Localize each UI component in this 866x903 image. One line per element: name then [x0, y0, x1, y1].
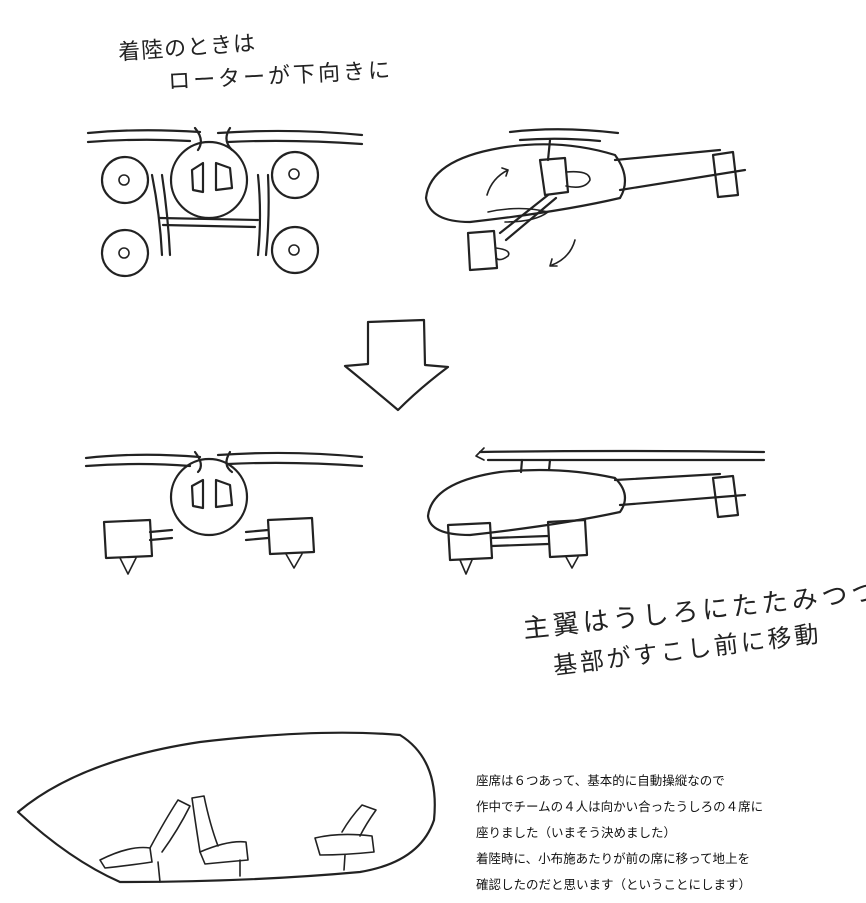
- front-view-rotors-down: [86, 126, 364, 278]
- side-view-rotors-down: [424, 128, 747, 272]
- side-view-cruise: [426, 447, 766, 575]
- description-line: 座りました（いまそう決めました）: [476, 825, 677, 840]
- cabin-seat-layout: [16, 731, 436, 884]
- description-line: 確認したのだと思います（ということにします）: [476, 877, 752, 892]
- front-view-cruise: [84, 450, 364, 575]
- transition-arrow-icon: [343, 318, 450, 412]
- description-line: 着陸時に、小布施あたりが前の席に移って地上を: [476, 851, 751, 866]
- description-line: 作中でチームの４人は向かい合ったうしろの４席に: [476, 799, 764, 814]
- seating-description: 座席は６つあって、基本的に自動操縦なので 作中でチームの４人は向かい合ったうしろ…: [476, 768, 763, 898]
- description-line: 座席は６つあって、基本的に自動操縦なので: [476, 773, 725, 788]
